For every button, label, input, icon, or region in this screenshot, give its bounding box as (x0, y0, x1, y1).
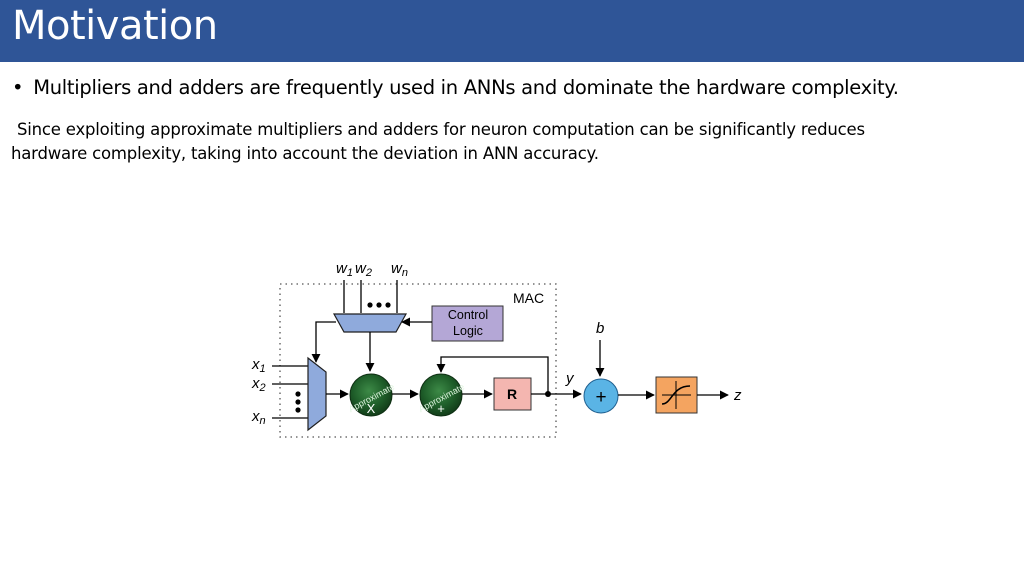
mac-boundary (279, 283, 557, 438)
bullet-point: • Multipliers and adders are frequently u… (12, 76, 1017, 99)
slide-title: Motivation (12, 3, 218, 49)
weight-labels: w1 w2 wn (336, 260, 408, 279)
input-mux (307, 356, 327, 432)
sigmoid-icon (661, 381, 691, 409)
paragraph-line-1: Since exploiting approximate multipliers… (17, 120, 865, 139)
weight-label-2: w2 (355, 260, 372, 279)
mac-label: MAC (513, 290, 544, 306)
feedback-arrow (436, 356, 549, 394)
weight-label-n: wn (391, 260, 408, 279)
control-logic-label-2: Logic (453, 324, 483, 338)
body-paragraph: Since exploiting approximate multipliers… (11, 118, 971, 166)
input-label-n: xn (251, 408, 266, 427)
bullet-text: Multipliers and adders are frequently us… (33, 76, 899, 99)
input-label-1: x1 (251, 356, 266, 375)
title-bar: Motivation (0, 0, 1024, 62)
weight-label-1: w1 (336, 260, 353, 279)
control-to-input-mux-arrow (311, 321, 336, 363)
multiplier-symbol: X (367, 401, 376, 416)
weight-mux (332, 313, 408, 333)
output-label: z (733, 387, 742, 404)
input-labels: x1 x2 xn (251, 356, 266, 427)
adder-symbol: + (437, 401, 445, 416)
control-logic-label-1: Control (448, 308, 488, 322)
sum-symbol: + (595, 387, 606, 408)
register-label: R (507, 386, 517, 402)
control-logic-block (431, 305, 504, 342)
mac-output-label: y (565, 370, 575, 387)
bias-label: b (596, 320, 604, 337)
approx-multiplier (349, 373, 393, 417)
sum-node (583, 378, 619, 414)
register-block (493, 377, 532, 411)
input-ellipsis-dots (295, 391, 301, 413)
bullet-dot-icon: • (12, 76, 24, 99)
approx-adder (419, 373, 463, 417)
paragraph-line-2: hardware complexity, taking into account… (11, 144, 599, 163)
input-label-2: x2 (251, 375, 266, 394)
weight-ellipsis-dots (367, 302, 391, 308)
